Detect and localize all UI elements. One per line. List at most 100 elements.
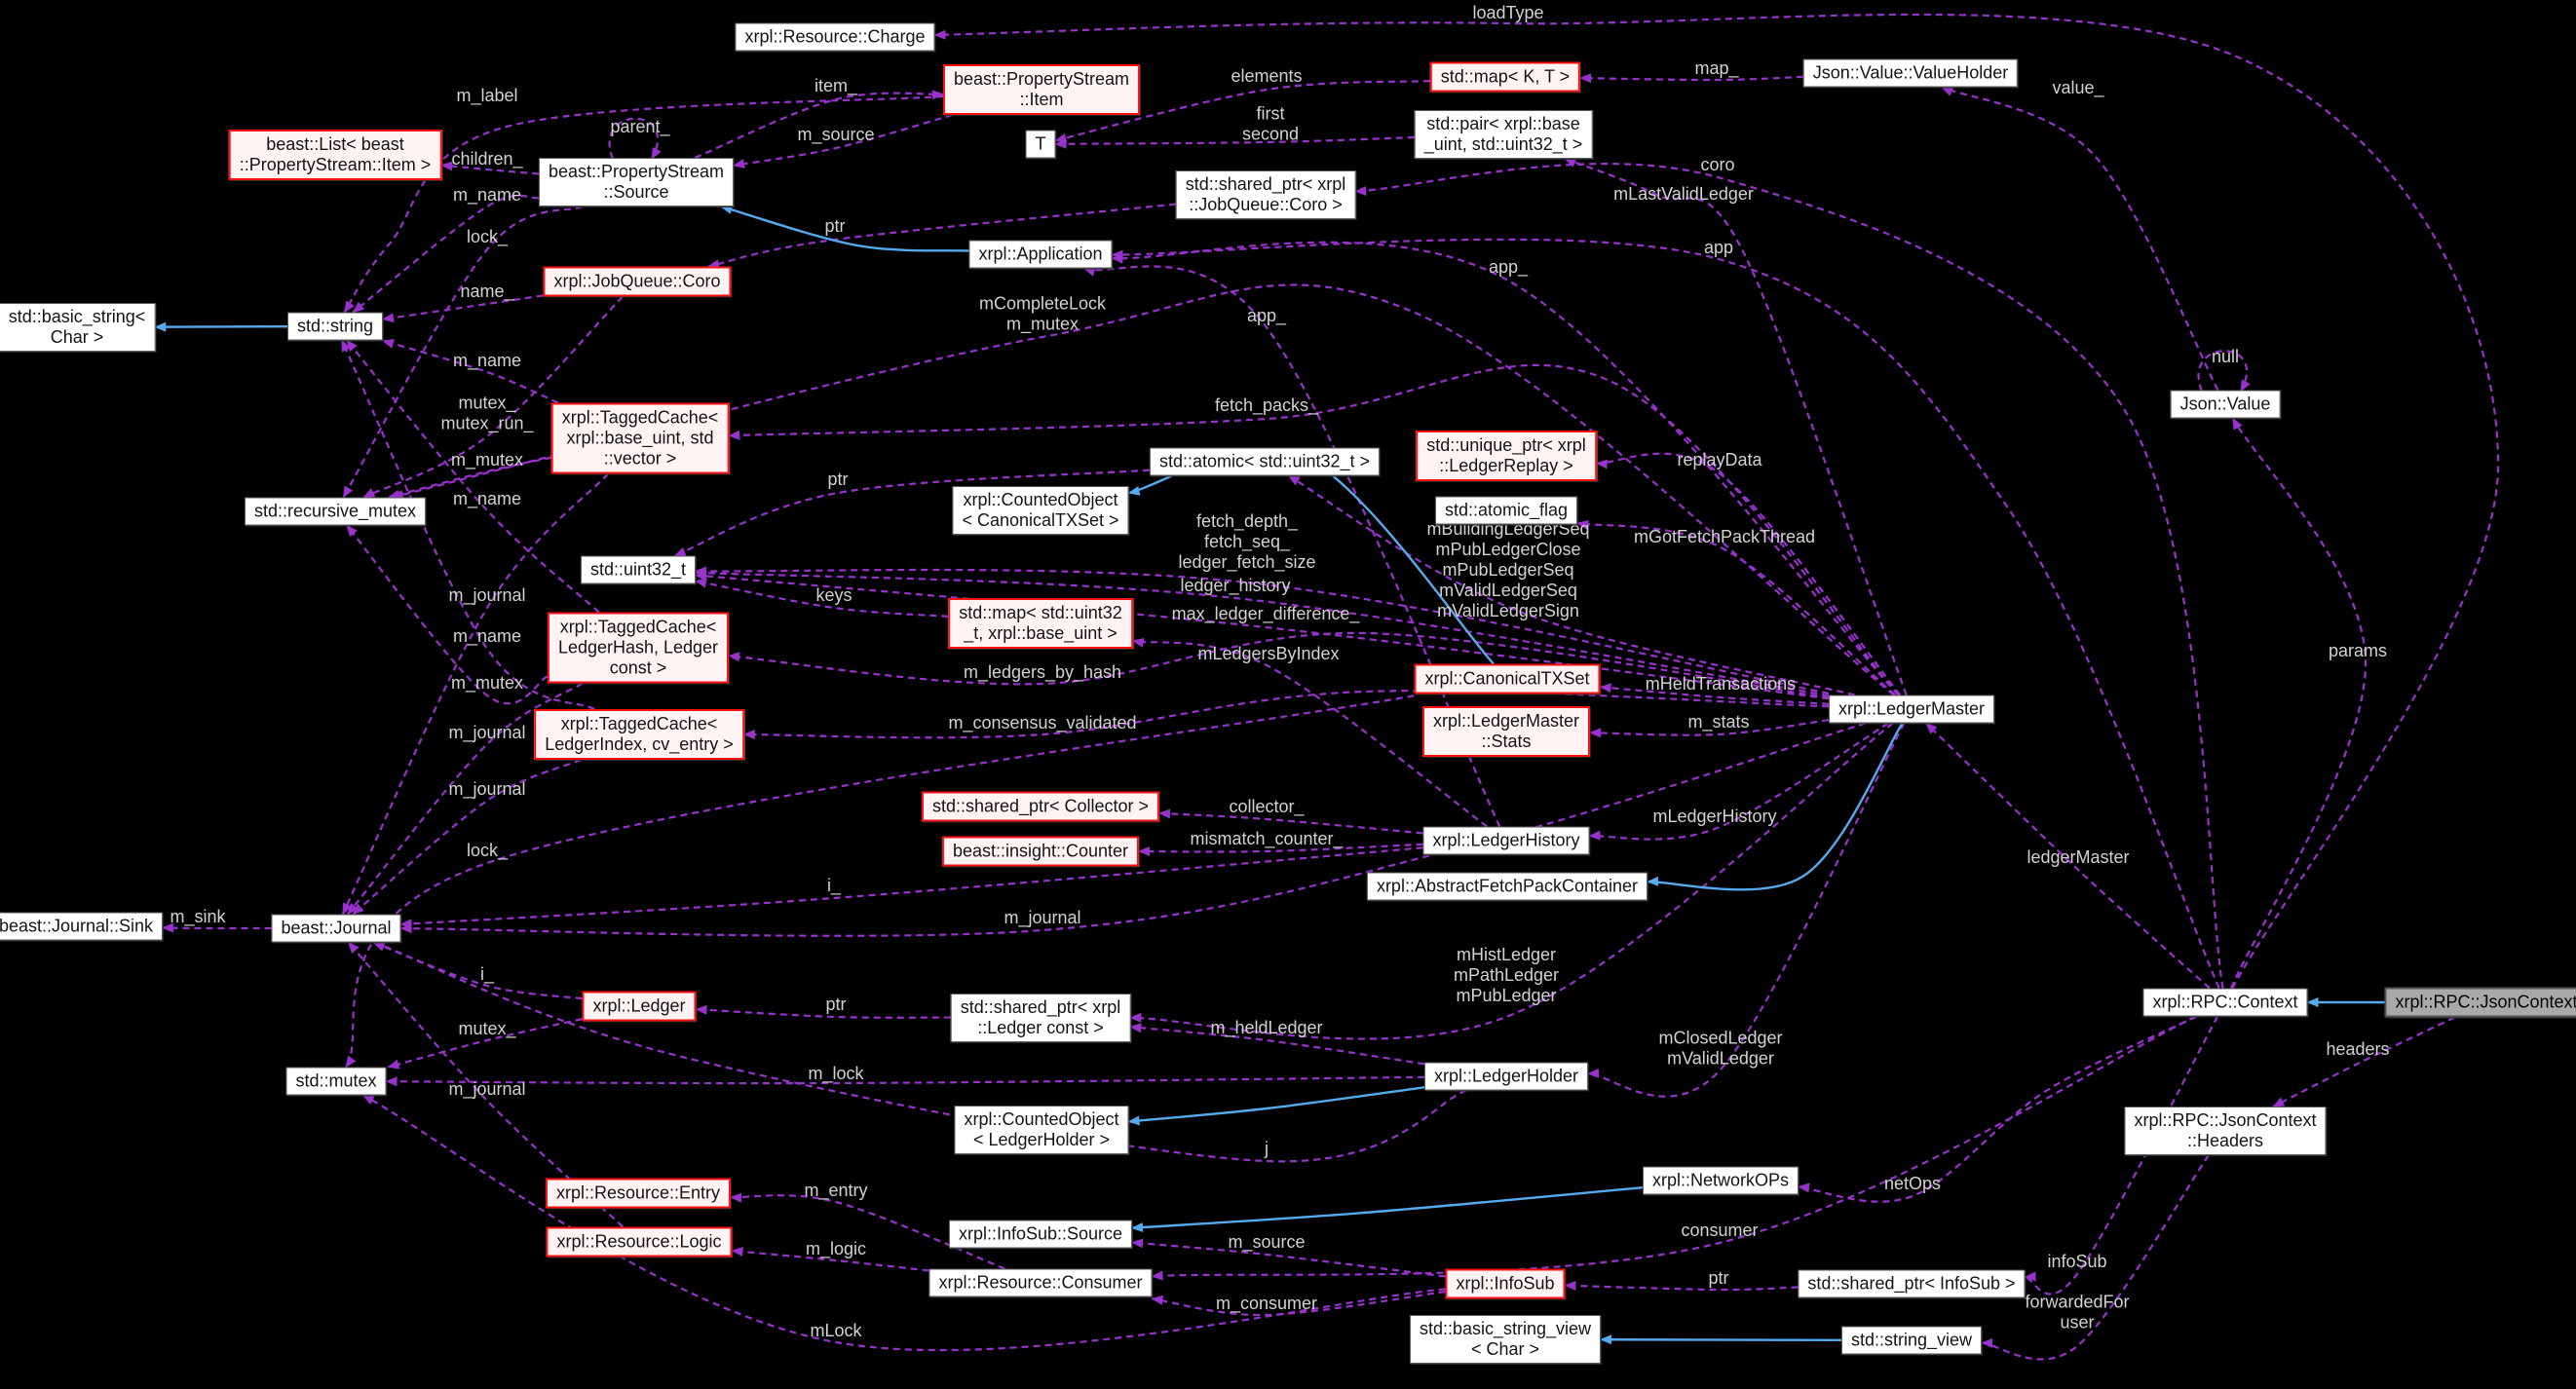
node-std-mutex[interactable]: std::mutex [285,1067,387,1096]
edge-label-m_stats: m_stats [1687,712,1749,732]
edge-mLock-71 [361,1094,1446,1352]
edge-loadType-0 [933,13,2500,990]
node-ledgermaster-stats[interactable]: xrpl::LedgerMaster ::Stats [1421,706,1591,757]
node-ledger-master[interactable]: xrpl::LedgerMaster [1828,694,1995,724]
node-shared-ptr-collector[interactable]: std::shared_ptr< Collector > [921,791,1160,822]
edge-label-i_: i_ [480,964,495,985]
node-resource-consumer[interactable]: xrpl::Resource::Consumer [928,1268,1153,1297]
node-recursive-mutex[interactable]: std::recursive_mutex [244,497,427,526]
node-std-pair[interactable]: std::pair< xrpl::base _uint, std::uint32… [1414,110,1593,159]
node-json-valueholder[interactable]: Json::Value::ValueHolder [1802,58,2019,88]
node-tagged-cache-vector[interactable]: xrpl::TaggedCache< xrpl::base_uint, std … [550,402,730,474]
node-journal-sink[interactable]: beast::Journal::Sink [0,912,164,941]
edge-label-lock_: lock_ [467,841,509,861]
edge-mLedgerHistory-46 [1588,722,1889,841]
node-std-uint32[interactable]: std::uint32_t [580,555,697,584]
node-rpc-context[interactable]: xrpl::RPC::Context [2142,988,2308,1017]
edge-replayData-26 [1595,452,1902,696]
node-propertystream-item[interactable]: beast::PropertyStream ::Item [942,64,1141,115]
node-json-value[interactable]: Json::Value [2170,390,2281,419]
node-tagged-cache-ledgerindex[interactable]: xrpl::TaggedCache< LedgerIndex, cv_entry… [534,709,744,760]
node-t-box[interactable]: T [1025,130,1056,159]
node-application[interactable]: xrpl::Application [968,240,1113,269]
edge-mCompleteLock-21 [391,283,1895,696]
node-propertystream-source[interactable]: beast::PropertyStream ::Source [538,158,735,206]
node-canonical-txset[interactable]: xrpl::CanonicalTXSet [1414,663,1601,694]
node-string-view[interactable]: std::string_view [1840,1326,1983,1355]
edge-mHistLedger-54 [1129,722,1894,1040]
edge-m_name-28 [346,339,600,614]
node-infosub[interactable]: xrpl::InfoSub [1445,1268,1566,1299]
edge-label-j: j [1264,1139,1269,1158]
node-resource-logic[interactable]: xrpl::Resource::Logic [546,1226,733,1258]
node-counted-object-canonicaltxset[interactable]: xrpl::CountedObject < CanonicalTXSet > [952,486,1129,535]
edge-label-mLedgerHistory: mLedgerHistory [1652,807,1776,826]
edge-forwardedFor-70 [1981,1154,2210,1361]
edge-label-m_journal: m_journal [448,1079,525,1100]
node-shared-ptr-coro[interactable]: std::shared_ptr< xrpl ::JobQueue::Coro > [1175,170,1356,219]
edge-elements-5 [1054,79,1430,143]
edge-m_journal-44 [352,758,582,916]
node-resource-entry[interactable]: xrpl::Resource::Entry [545,1178,732,1209]
node-networkops[interactable]: xrpl::NetworkOPs [1642,1166,1799,1195]
edge-label-ledgerMaster: ledgerMaster [2027,847,2129,867]
edge-params-2 [2230,417,2368,989]
edge-label-item_: item_ [814,76,858,96]
edge-parent_-10 [608,117,662,160]
edge-label-m_mutex: m_mutex [451,450,523,470]
node-unique-ptr-ledgerreplay[interactable]: std::unique_ptr< xrpl ::LedgerReplay > [1416,431,1597,481]
edge-label-mLastValidLedger: mLastValidLedger [1613,184,1754,204]
edge-label-m_consensus_validated: m_consensus_validated [948,713,1136,733]
node-jobqueue-coro[interactable]: xrpl::JobQueue::Coro [543,266,732,297]
edge-label-fetch_depth_: fetch_depth_fetch_seq_ledger_fetch_size [1178,511,1315,573]
edge-label-m_sink: m_sink [170,907,226,927]
node-infosub-source[interactable]: xrpl::InfoSub::Source [948,1220,1133,1249]
node-ledger[interactable]: xrpl::Ledger [582,991,697,1022]
edge-fetch_depth_-29 [695,566,1830,694]
node-std-map-kt[interactable]: std::map< K, T > [1429,61,1581,93]
edge-label-lock_: lock_ [467,227,509,247]
edge-mHeldTransactions-40 [1599,683,1830,705]
edge-label-mutex_: mutex_ [458,1019,516,1039]
edge-inherit-74 [720,205,969,252]
edge-label-app_: app_ [1489,257,1529,278]
edge-m_stats-43 [1589,719,1830,738]
edge-label-infoSub: infoSub [2047,1252,2106,1271]
node-tagged-cache-ledgerhash[interactable]: xrpl::TaggedCache< LedgerHash, Ledger co… [547,612,730,684]
node-std-string[interactable]: std::string [286,312,384,341]
node-beast-journal[interactable]: beast::Journal [271,914,401,943]
edge-label-app_: app_ [1247,306,1287,326]
node-resource-charge[interactable]: xrpl::Resource::Charge [735,22,935,52]
node-shared-ptr-ledger-const[interactable]: std::shared_ptr< xrpl ::Ledger const > [950,994,1131,1042]
node-basic-string-view[interactable]: std::basic_string_view < Char > [1409,1315,1602,1364]
edge-app_-18 [1111,241,1900,696]
edge-i_-50 [399,846,1423,929]
node-basic-string[interactable]: std::basic_string< Char > [0,303,156,352]
node-insight-counter[interactable]: beast::insight::Counter [941,836,1140,867]
edge-inherit-79 [1600,1334,1841,1345]
edge-label-ledger_history: ledger_history [1180,576,1290,596]
edge-label-ptr: ptr [1708,1268,1728,1288]
edge-ptr-16 [707,203,1176,270]
node-shared-ptr-infosub[interactable]: std::shared_ptr< InfoSub > [1798,1269,2026,1298]
node-counted-object-ledgerholder[interactable]: xrpl::CountedObject < LedgerHolder > [954,1106,1129,1154]
node-rpc-jsoncontext-headers[interactable]: xrpl::RPC::JsonContext ::Headers [2124,1107,2327,1155]
edge-lock_-13 [342,205,584,499]
edge-m_label-9 [343,94,944,314]
node-std-map-uint32-baseuint[interactable]: std::map< std::uint32 _t, xrpl::base_uin… [948,598,1133,649]
edge-label-max_ledger_difference_: max_ledger_difference_ [1172,604,1361,624]
edge-label-null: null [2212,347,2239,366]
node-std-atomic-uint32[interactable]: std::atomic< std::uint32_t > [1149,447,1381,476]
node-atomic-flag[interactable]: std::atomic_flag [1434,496,1578,525]
edge-label-m_logic: m_logic [806,1239,866,1259]
edge-label-collector_: collector_ [1229,797,1305,817]
edge-headers-72 [2272,1016,2455,1107]
node-abstract-fetch-pack[interactable]: xrpl::AbstractFetchPackContainer [1366,872,1648,901]
edge-label-replayData: replayData [1677,450,1762,469]
node-beast-list[interactable]: beast::List< beast ::PropertyStream::Ite… [228,130,442,180]
node-ledger-holder[interactable]: xrpl::LedgerHolder [1423,1062,1589,1091]
node-ledger-history[interactable]: xrpl::LedgerHistory [1422,826,1590,855]
edge-label-m_name: m_name [453,626,521,647]
edge-mBuildingLedgerSeq-30 [1287,474,1855,696]
